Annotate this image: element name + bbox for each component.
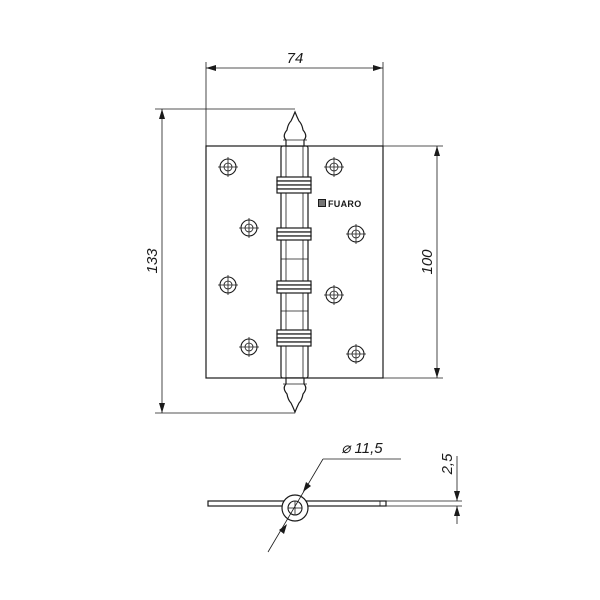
bearing-ring (276, 227, 312, 241)
bearing-ring (276, 280, 312, 294)
screw-hole (346, 344, 366, 364)
section-right-leaf (305, 500, 387, 507)
dimension-knuckle-diameter: ⌀ 11,5 (267, 440, 401, 553)
dimension-leaf-height: 100 (383, 145, 443, 379)
screw-hole (239, 337, 259, 357)
dimension-label-leaf-height: 100 (419, 249, 436, 275)
bearing-ring (276, 329, 312, 347)
dimension-total-width: 74 (205, 50, 384, 146)
dimension-label-knuckle-diameter: ⌀ 11,5 (341, 440, 383, 457)
top-finial (283, 110, 307, 147)
dimension-total-height: 133 (144, 108, 295, 414)
left-leaf (205, 145, 283, 379)
dimension-leaf-thickness: 2,5 (386, 453, 462, 524)
screw-hole (346, 224, 366, 244)
screw-hole (324, 285, 344, 305)
hinge-front-view: FUARO (205, 110, 384, 414)
screw-hole (218, 275, 238, 295)
dimension-label-leaf-thickness: 2,5 (439, 453, 456, 476)
bottom-finial (283, 377, 307, 414)
dimension-label-total-width: 74 (287, 50, 304, 67)
right-leaf (306, 145, 384, 379)
hinge-knuckle (276, 110, 312, 414)
screw-hole (324, 157, 344, 177)
bearing-ring (276, 176, 312, 194)
screw-hole (239, 218, 259, 238)
brand-logo: FUARO (318, 199, 362, 209)
dimension-label-total-height: 133 (144, 248, 161, 274)
hinge-section-view (207, 494, 387, 522)
section-left-leaf (207, 500, 285, 507)
brand-name: FUARO (328, 199, 362, 209)
screw-hole (218, 157, 238, 177)
screw-holes (218, 157, 366, 364)
